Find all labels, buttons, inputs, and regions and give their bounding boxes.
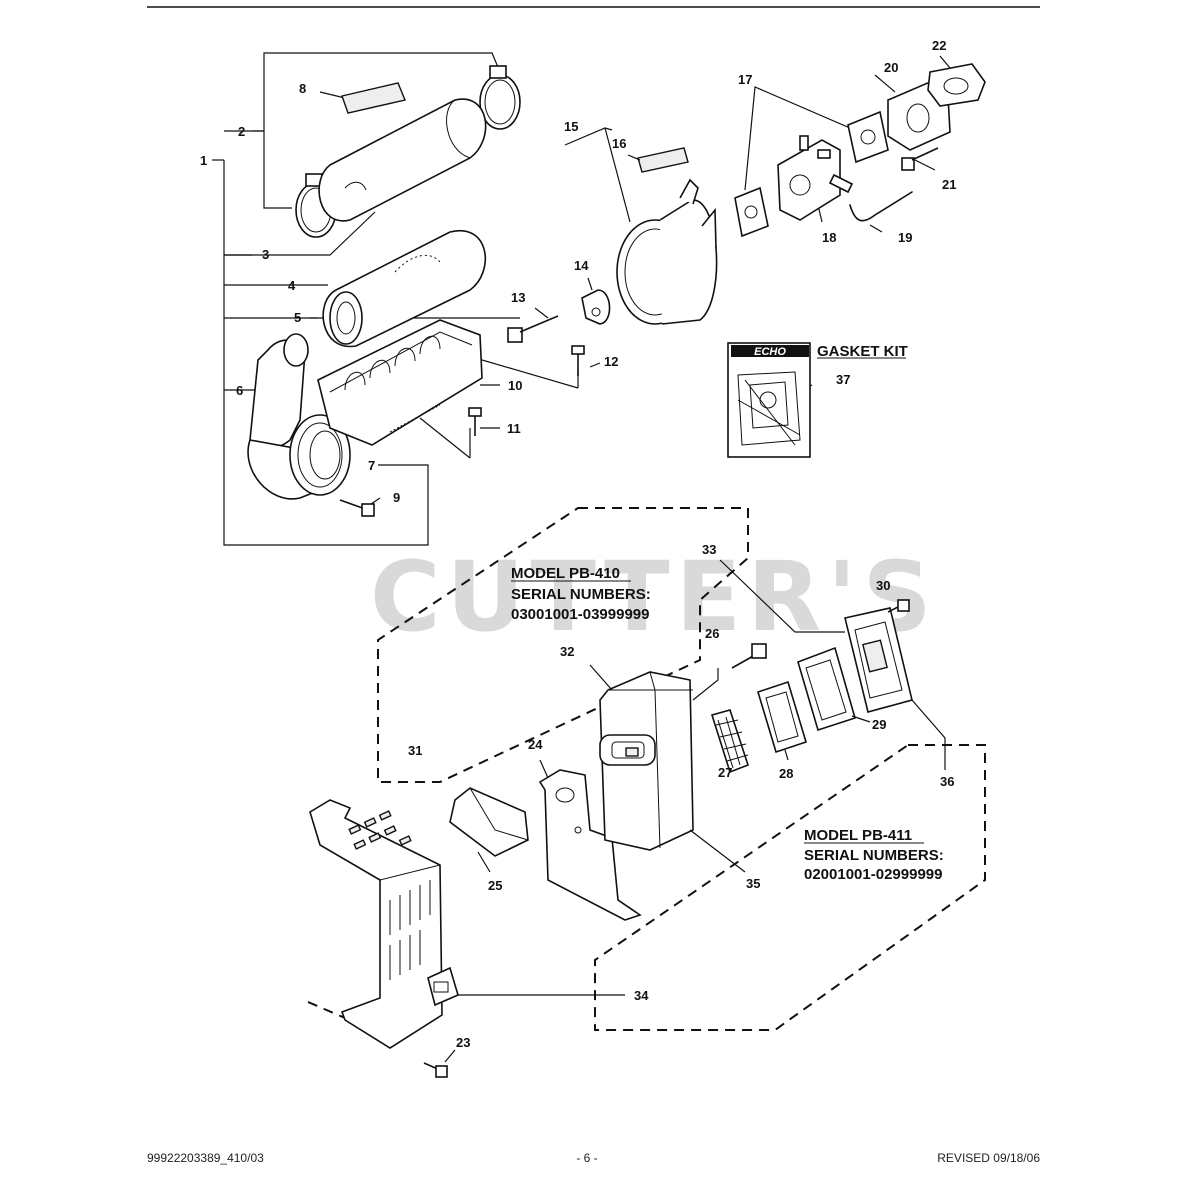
callout-4: 4 bbox=[288, 278, 296, 293]
callout-33: 33 bbox=[702, 542, 716, 557]
muffler-plate-36 bbox=[844, 607, 913, 713]
air-box bbox=[317, 319, 483, 446]
gasket-kit-box: ECHO bbox=[727, 342, 811, 458]
callout-1: 1 bbox=[200, 153, 207, 168]
bolt-26 bbox=[731, 643, 767, 669]
pb410-outline bbox=[377, 507, 749, 783]
footer-revised: REVISED 09/18/06 bbox=[937, 1151, 1040, 1165]
callout-14: 14 bbox=[574, 258, 589, 273]
housing-decal bbox=[637, 147, 689, 173]
callout-25: 25 bbox=[488, 878, 502, 893]
plate-24 bbox=[538, 769, 642, 921]
carb-gasket-17a bbox=[734, 186, 769, 238]
bolt-13 bbox=[507, 315, 559, 343]
filter-decal bbox=[341, 82, 406, 114]
pb411-serial-label: SERIAL NUMBERS: bbox=[804, 847, 944, 864]
carb-gasket-17b bbox=[847, 110, 889, 164]
callout-26: 26 bbox=[705, 626, 719, 641]
deflector-25 bbox=[449, 787, 529, 857]
carburetor bbox=[777, 135, 854, 221]
callout-20: 20 bbox=[884, 60, 898, 75]
bracket-14 bbox=[581, 289, 611, 325]
gasket-22 bbox=[927, 63, 986, 107]
muffler-gasket-29 bbox=[797, 646, 856, 732]
callout-22: 22 bbox=[932, 38, 946, 53]
callout-19: 19 bbox=[898, 230, 912, 245]
heat-shield bbox=[309, 799, 443, 1049]
callout-24: 24 bbox=[528, 737, 543, 752]
watermark: CUTTER'S bbox=[370, 541, 938, 653]
bolt-9 bbox=[339, 499, 375, 517]
clamp-ring-upper bbox=[479, 65, 521, 130]
callout-18: 18 bbox=[822, 230, 836, 245]
callout-30: 30 bbox=[876, 578, 890, 593]
pb410-serial-range: 03001001-03999999 bbox=[511, 606, 649, 623]
air-cleaner-cover bbox=[318, 98, 487, 222]
callout-36: 36 bbox=[940, 774, 954, 789]
pb410-model: MODEL PB-410 bbox=[511, 565, 620, 582]
screw-30 bbox=[887, 599, 910, 613]
screw-12 bbox=[571, 345, 585, 376]
callout-6: 6 bbox=[236, 383, 243, 398]
pb411-serial-range: 02001001-02999999 bbox=[804, 866, 942, 883]
callout-13: 13 bbox=[511, 290, 525, 305]
callout-15: 15 bbox=[564, 119, 578, 134]
pb411-outline bbox=[594, 744, 986, 1031]
callout-2: 2 bbox=[238, 124, 245, 139]
callout-9: 9 bbox=[393, 490, 400, 505]
bolt-23 bbox=[423, 1062, 448, 1078]
callout-17: 17 bbox=[738, 72, 752, 87]
callout-28: 28 bbox=[779, 766, 793, 781]
callout-34: 34 bbox=[634, 988, 649, 1003]
spark-screen bbox=[710, 709, 749, 774]
callout-23: 23 bbox=[456, 1035, 470, 1050]
callout-10: 10 bbox=[508, 378, 522, 393]
callout-11: 11 bbox=[507, 421, 521, 436]
footer-doc-number: 99922203389_410/03 bbox=[147, 1151, 264, 1165]
callout-3: 3 bbox=[262, 247, 269, 262]
bolt-21 bbox=[901, 147, 939, 171]
callout-numbers: 1 2 3 4 5 6 7 8 9 10 11 12 13 14 15 16 1… bbox=[200, 38, 956, 1050]
gasket-kit-label: GASKET KIT bbox=[817, 343, 908, 360]
footer-page-number: - 6 - bbox=[576, 1151, 597, 1165]
callout-5: 5 bbox=[294, 310, 301, 325]
filter-element bbox=[322, 229, 487, 348]
callout-8: 8 bbox=[299, 81, 306, 96]
callout-7: 7 bbox=[368, 458, 375, 473]
callout-21: 21 bbox=[942, 177, 956, 192]
callout-32: 32 bbox=[560, 644, 574, 659]
pb411-model: MODEL PB-411 bbox=[804, 827, 912, 844]
screw-11 bbox=[468, 407, 482, 436]
carb-housing bbox=[616, 178, 718, 325]
muffler bbox=[599, 671, 694, 851]
muffler-gasket-28 bbox=[757, 680, 807, 754]
callout-12: 12 bbox=[604, 354, 618, 369]
gasket-kit-brand: ECHO bbox=[754, 346, 786, 358]
callout-37: 37 bbox=[836, 372, 850, 387]
air-cleaner-base bbox=[289, 414, 351, 496]
callout-35: 35 bbox=[746, 876, 760, 891]
fuel-pipe bbox=[849, 191, 913, 222]
pb410-serial-label: SERIAL NUMBERS: bbox=[511, 586, 651, 603]
callout-29: 29 bbox=[872, 717, 886, 732]
callout-31: 31 bbox=[408, 743, 422, 758]
callout-27: 27 bbox=[718, 765, 732, 780]
callout-16: 16 bbox=[612, 136, 626, 151]
